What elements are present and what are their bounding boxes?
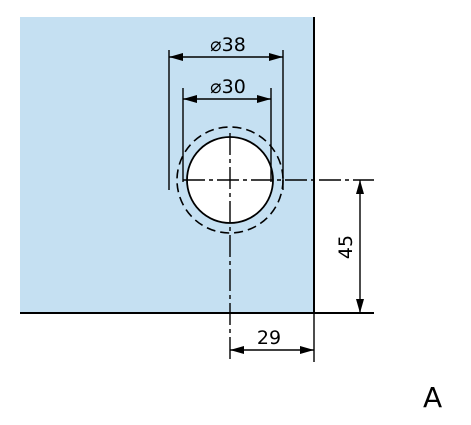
vertical-dimension-label: 45	[335, 235, 357, 259]
inner-dimension-label: ⌀30	[210, 76, 246, 98]
outer-dimension-label: ⌀38	[210, 34, 246, 56]
outer-diameter-symbol: ⌀	[210, 34, 221, 56]
view-label: A	[423, 381, 442, 414]
horizontal-dimension-label: 29	[257, 327, 281, 349]
inner-diameter-value: 30	[222, 76, 246, 98]
inner-diameter-symbol: ⌀	[210, 76, 221, 98]
outer-diameter-value: 38	[222, 34, 246, 56]
